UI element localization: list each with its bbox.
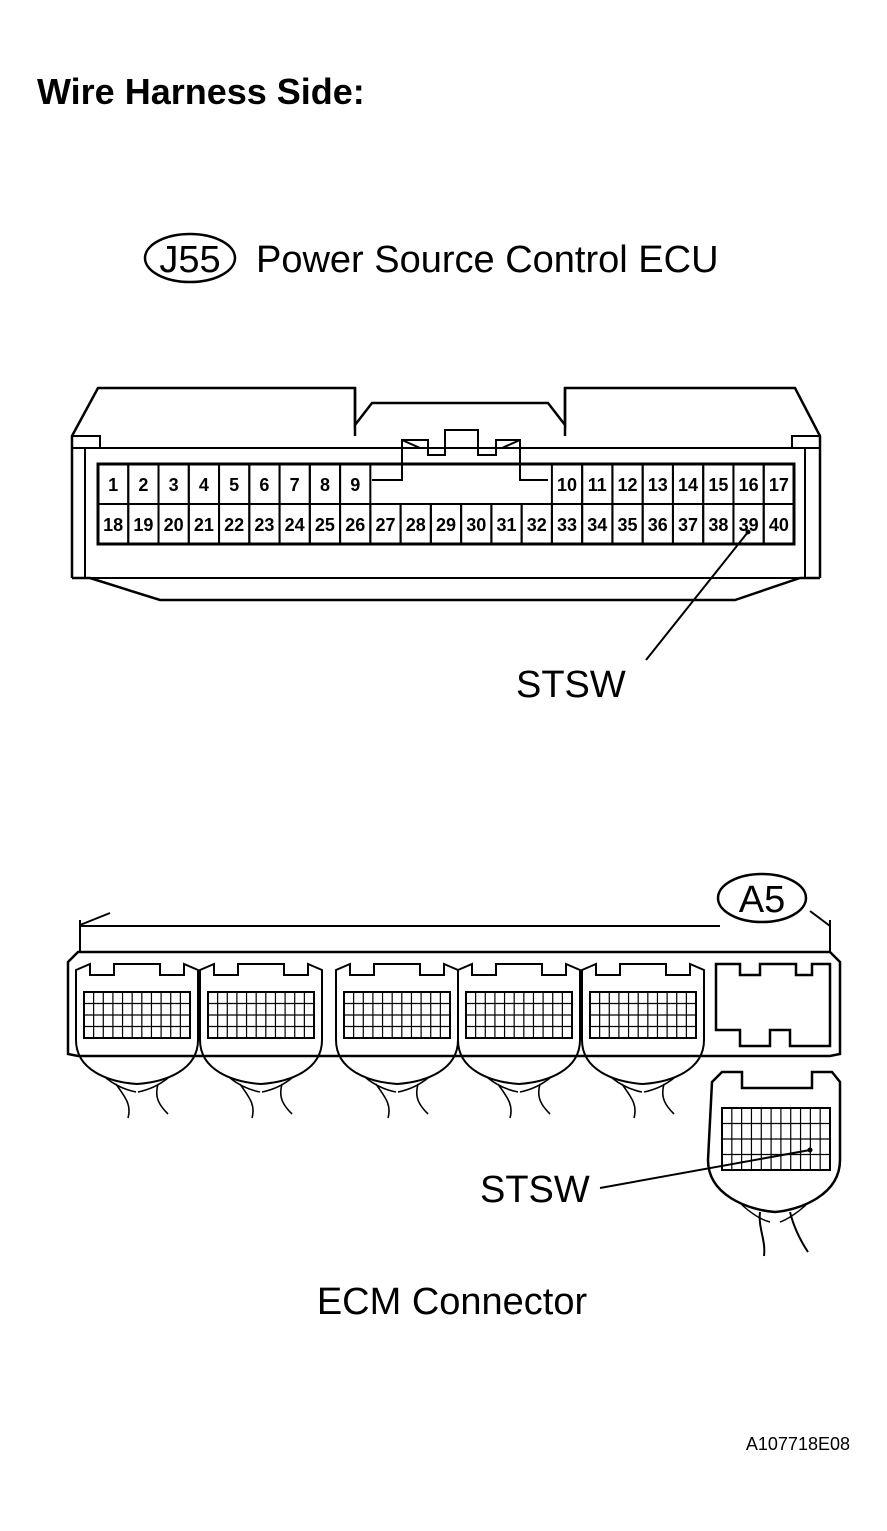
j55-pin-29: 29 <box>436 515 456 535</box>
ecm-plug-5-shell <box>581 962 705 1086</box>
a5-pin-grid <box>722 1108 830 1170</box>
j55-pin-5: 5 <box>229 475 239 495</box>
ecm-top-rail <box>79 920 831 953</box>
j55-pin-27: 27 <box>375 515 395 535</box>
j55-pin-1: 1 <box>108 475 118 495</box>
a5-socket-outline <box>714 962 832 1048</box>
j55-pin-16: 16 <box>739 475 759 495</box>
a5-wire-bundle-b <box>741 1204 807 1223</box>
j55-pin-4: 4 <box>199 475 209 495</box>
j55-left-tab <box>71 435 101 449</box>
j55-callout-leader <box>645 531 749 661</box>
ecm-caption: ECM Connector <box>317 1281 588 1323</box>
ecm-callout-leader <box>599 1149 811 1189</box>
a5-code: A5 <box>739 879 785 921</box>
ecm-body <box>66 950 842 1058</box>
ecm-plug-3-wires <box>365 1077 429 1119</box>
j55-latch-frame <box>353 388 567 436</box>
j55-key-lines <box>401 439 521 449</box>
j55-pin-36: 36 <box>648 515 668 535</box>
j55-pin-31: 31 <box>496 515 516 535</box>
ecm-plug-2-wires <box>229 1077 293 1119</box>
j55-pin-13: 13 <box>648 475 668 495</box>
j55-name: Power Source Control ECU <box>256 239 719 281</box>
j55-pin-40-cell <box>762 503 795 545</box>
j55-pin-15: 15 <box>708 475 728 495</box>
j55-pin-30: 30 <box>466 515 486 535</box>
ecm-plug-group <box>75 962 705 1119</box>
ecm-top-edge-right <box>80 910 831 927</box>
ecm-plug-1-shell <box>75 962 199 1086</box>
j55-pin-6: 6 <box>259 475 269 495</box>
ecm-plug-3-shell <box>335 962 459 1086</box>
a5-title: A5 <box>716 872 808 924</box>
ecm-plug-2-shell <box>199 962 323 1086</box>
j55-pin-20: 20 <box>164 515 184 535</box>
j55-pin-18: 18 <box>103 515 123 535</box>
ecm-plug-1-wires <box>105 1077 169 1119</box>
j55-inner-frame <box>84 447 806 578</box>
j55-pin-3: 3 <box>169 475 179 495</box>
j55-pin-14: 14 <box>678 475 698 495</box>
j55-pin-40: 40 <box>769 515 789 535</box>
a5-connector <box>706 1070 842 1257</box>
ecm-callout: STSW <box>480 1147 813 1211</box>
j55-pin-37: 37 <box>678 515 698 535</box>
j55-pin-39: 39 <box>739 515 759 535</box>
ecm-callout-dot <box>807 1147 813 1153</box>
j55-callout-label: STSW <box>516 664 626 706</box>
j55-key <box>372 429 548 481</box>
j55-right-tab <box>791 435 821 449</box>
ecm-top-edge-left <box>79 912 111 926</box>
j55-pin-23: 23 <box>254 515 274 535</box>
j55-pin-21: 21 <box>194 515 214 535</box>
j55-pin-22: 22 <box>224 515 244 535</box>
ecm-callout-label: STSW <box>480 1169 590 1211</box>
j55-pin-33: 33 <box>557 515 577 535</box>
j55-pin-38: 38 <box>708 515 728 535</box>
j55-code: J55 <box>159 239 220 281</box>
heading: Wire Harness Side: <box>37 71 365 112</box>
j55-pin-9: 9 <box>350 475 360 495</box>
j55-pin-8: 8 <box>320 475 330 495</box>
a5-socket <box>714 962 832 1048</box>
j55-pin-28: 28 <box>406 515 426 535</box>
j55-pin-19: 19 <box>133 515 153 535</box>
j55-pin-17: 17 <box>769 475 789 495</box>
j55-pin-26: 26 <box>345 515 365 535</box>
j55-pin-25: 25 <box>315 515 335 535</box>
ecm-plug-4-shell <box>457 962 581 1086</box>
ecm-plug-4-wires <box>487 1077 551 1119</box>
j55-code-oval <box>143 232 237 284</box>
a5-connector-shell <box>706 1070 842 1214</box>
ecm-plug-5-wires <box>611 1077 675 1119</box>
j55-pin-10: 10 <box>557 475 577 495</box>
j55-pin-35: 35 <box>618 515 638 535</box>
j55-callout-dot <box>745 529 751 535</box>
j55-callout: STSW <box>516 529 751 706</box>
a5-code-oval <box>716 872 808 924</box>
j55-pin-12: 12 <box>618 475 638 495</box>
j55-housing-outline <box>70 386 822 578</box>
ecm-connector <box>66 910 842 1257</box>
j55-pin-2: 2 <box>138 475 148 495</box>
j55-pin-34: 34 <box>587 515 607 535</box>
figure-id: A107718E08 <box>746 1434 850 1454</box>
j55-title: J55 Power Source Control ECU <box>143 232 719 284</box>
j55-pin-11: 11 <box>588 475 607 495</box>
j55-pin-7: 7 <box>290 475 300 495</box>
j55-pin-32: 32 <box>527 515 547 535</box>
a5-wire-bundle-a <box>758 1211 809 1257</box>
j55-connector <box>70 386 822 602</box>
j55-pin-24: 24 <box>285 515 305 535</box>
